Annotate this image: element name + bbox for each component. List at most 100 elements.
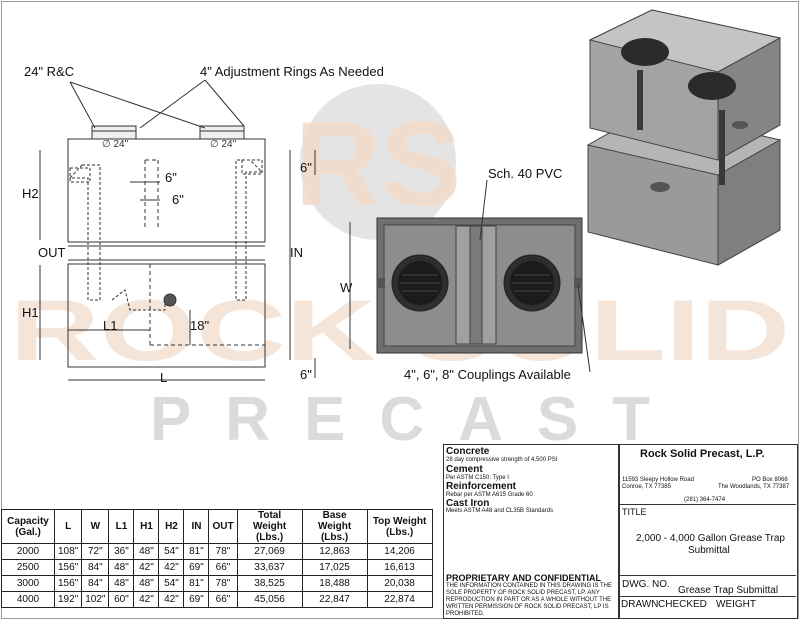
notes-block	[443, 444, 620, 619]
watermark-logo-circle	[300, 84, 456, 240]
dwg-label: DWG. NO.	[622, 579, 670, 590]
header-out: OUT	[208, 509, 238, 544]
dim-6-a: 6"	[165, 170, 177, 185]
address-right-2: The Woodlands, TX 77387	[718, 484, 790, 490]
rc-label: 24" R&C	[24, 64, 75, 79]
address-left-1: 11593 Sleepy Hollow Road	[622, 477, 694, 483]
title-line-1: 2,000 - 4,000 Gallon Grease Trap	[636, 533, 785, 544]
table-cell: 78"	[208, 543, 238, 560]
table-cell: 20,038	[366, 575, 433, 592]
table-cell: 17,025	[301, 559, 368, 576]
title-label: TITLE	[622, 507, 647, 517]
table-cell: 22,874	[366, 591, 433, 608]
table-cell: 4000	[1, 591, 55, 608]
in-label: IN	[290, 245, 303, 260]
pvc-label: Sch. 40 PVC	[488, 166, 563, 181]
table-cell: 36"	[108, 543, 135, 560]
table-cell: 72"	[81, 543, 110, 560]
table-cell: 16,613	[366, 559, 433, 576]
table-cell: 66"	[208, 591, 238, 608]
header-in: IN	[183, 509, 210, 544]
weight-label: WEIGHT	[716, 599, 756, 610]
dim-18: 18"	[190, 318, 210, 333]
table-cell: 42"	[133, 591, 160, 608]
header-base-weight: Base Weight (Lbs.)	[301, 509, 368, 544]
out-label: OUT	[38, 245, 66, 260]
table-cell: 14,206	[366, 543, 433, 560]
watermark-logo: RS	[295, 97, 462, 231]
table-cell: 48"	[133, 543, 160, 560]
table-row: 4000 192" 102" 60" 42" 42" 69" 66" 45,05…	[1, 591, 433, 608]
couplings-label: 4", 6", 8" Couplings Available	[404, 367, 571, 382]
l-label: L	[160, 370, 168, 385]
cement-text: Per ASTM C150: Type I	[446, 475, 509, 481]
table-cell: 22,847	[301, 591, 368, 608]
table-cell: 33,637	[236, 559, 303, 576]
table-cell: 156"	[53, 575, 83, 592]
header-total-weight: Total Weight (Lbs.)	[236, 509, 303, 544]
table-cell: 81"	[183, 543, 210, 560]
table-row: 2000 108" 72" 36" 48" 54" 81" 78" 27,069…	[1, 543, 433, 560]
table-cell: 69"	[183, 559, 210, 576]
cement-title: Cement	[446, 464, 483, 475]
phone: (281) 364-7474	[684, 497, 726, 503]
header-top-weight: Top Weight (Lbs.)	[366, 509, 433, 544]
concrete-text: 28 day compressive strength of 4,500 PSI	[446, 457, 558, 463]
concrete-title: Concrete	[446, 446, 490, 457]
table-cell: 81"	[183, 575, 210, 592]
adjustment-label: 4" Adjustment Rings As Needed	[200, 64, 384, 79]
table-cell: 69"	[183, 591, 210, 608]
table-cell: 54"	[158, 543, 185, 560]
table-cell: 108"	[53, 543, 83, 560]
dim-6-top: 6"	[300, 160, 312, 175]
iso-cover-left	[621, 38, 669, 66]
proprietary-text: THE INFORMATION CONTAINED IN THIS DRAWIN…	[446, 583, 613, 617]
cast-iron-text: Meets ASTM A48 and CL35B Standards	[446, 508, 554, 514]
table-cell: 45,056	[236, 591, 303, 608]
table-cell: 78"	[208, 575, 238, 592]
table-cell: 2000	[1, 543, 55, 560]
header-h1: H1	[133, 509, 160, 544]
header-capacity: Capacity (Gal.)	[1, 509, 55, 544]
table-cell: 192"	[53, 591, 83, 608]
table-cell: 48"	[108, 559, 135, 576]
table-row: 2500 156" 84" 48" 42" 42" 69" 66" 33,637…	[1, 559, 433, 576]
table-cell: 27,069	[236, 543, 303, 560]
header-l: L	[53, 509, 83, 544]
base-section	[67, 263, 266, 368]
h2-label: H2	[22, 186, 39, 201]
title-block	[618, 444, 798, 619]
proprietary-title: PROPRIETARY AND CONFIDENTIAL	[446, 573, 602, 583]
header-l1: L1	[108, 509, 135, 544]
table-cell: 2500	[1, 559, 55, 576]
reinforcement-text: Rebar per ASTM A615 Grade 60	[446, 492, 533, 498]
table-cell: 84"	[81, 575, 110, 592]
table-cell: 66"	[208, 559, 238, 576]
dia-24-right: ∅ 24"	[210, 139, 237, 150]
h1-label: H1	[22, 305, 39, 320]
table-cell: 60"	[108, 591, 135, 608]
spec-table: Capacity (Gal.) L W L1 H1 H2 IN OUT Tota…	[1, 509, 433, 608]
header-w: W	[81, 509, 110, 544]
table-cell: 156"	[53, 559, 83, 576]
table-cell: 42"	[158, 559, 185, 576]
dim-6-bottom: 6"	[300, 367, 312, 382]
address-left-2: Conroe, TX 77385	[622, 484, 671, 490]
checked-label: CHECKED	[658, 599, 707, 610]
title-line-2: Submittal	[688, 545, 730, 556]
table-cell: 18,488	[301, 575, 368, 592]
watermark-sub: PRECAST	[150, 385, 650, 454]
dia-24-left: ∅ 24"	[102, 139, 129, 150]
cast-iron-title: Cast Iron	[446, 498, 490, 509]
table-row: 3000 156" 84" 48" 48" 54" 81" 78" 38,525…	[1, 575, 433, 592]
table-cell: 38,525	[236, 575, 303, 592]
reinforcement-title: Reinforcement	[446, 481, 517, 492]
table-cell: 3000	[1, 575, 55, 592]
table-cell: 48"	[133, 575, 160, 592]
table-cell: 42"	[133, 559, 160, 576]
riser-left	[91, 125, 137, 140]
